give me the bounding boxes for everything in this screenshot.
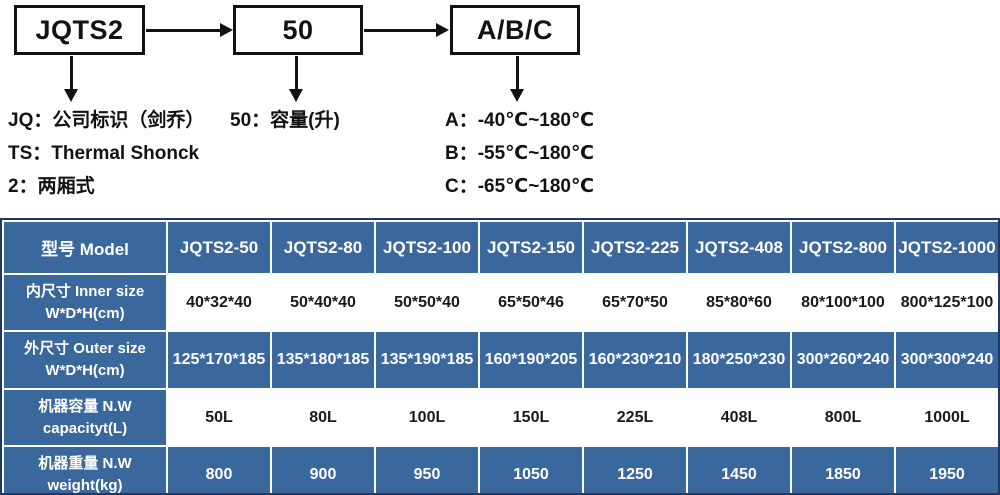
model-code-box-brand: JQTS2 (14, 5, 145, 55)
legend-line: A：-40℃~180℃ (445, 110, 594, 131)
legend-line: 2：两厢式 (8, 176, 95, 197)
model-code-box-temp-grade-label: A/B/C (477, 14, 553, 45)
legend-capacity-explanation: 50：容量(升) (230, 104, 340, 137)
spec-value-cell: 1450 (686, 445, 792, 493)
spec-table: 型号 Model JQTS2-50 JQTS2-80 JQTS2-100 JQT… (2, 220, 998, 494)
spec-value-cell: 180*250*230 (686, 330, 792, 390)
table-header-cell: JQTS2-408 (686, 220, 792, 275)
table-header-cell: JQTS2-1000 (894, 220, 998, 275)
model-code-box-brand-label: JQTS2 (35, 14, 124, 45)
model-code-box-capacity: 50 (233, 5, 363, 55)
spec-value-cell: 1850 (790, 445, 896, 493)
table-header-cell: JQTS2-80 (270, 220, 376, 275)
spec-value-cell: 125*170*185 (166, 330, 272, 390)
down-arrow-icon (510, 56, 524, 102)
spec-value-cell: 50*50*40 (374, 273, 480, 332)
row-label-line: 外尺寸 Outer size (24, 340, 146, 358)
spec-value-cell: 85*80*60 (686, 273, 792, 332)
spec-value-cell: 1950 (894, 445, 998, 493)
spec-value-cell: 135*180*185 (270, 330, 376, 390)
spec-value-cell: 225L (582, 388, 688, 447)
table-header-model: 型号 Model (2, 220, 168, 275)
spec-value-cell: 80L (270, 388, 376, 447)
spec-value-cell: 800*125*100 (894, 273, 998, 332)
right-arrow-icon (146, 23, 233, 37)
table-header-cell: JQTS2-800 (790, 220, 896, 275)
table-row-inner-size: 内尺寸 Inner size W*D*H(cm) 40*32*40 50*40*… (2, 273, 998, 332)
table-row-outer-size: 外尺寸 Outer size W*D*H(cm) 125*170*185 135… (2, 330, 998, 390)
table-header-cell: JQTS2-50 (166, 220, 272, 275)
spec-value-cell: 1050 (478, 445, 584, 493)
row-label-outer-size: 外尺寸 Outer size W*D*H(cm) (2, 330, 168, 390)
row-label-line: capacityt(L) (42, 419, 128, 437)
legend-temperature-ranges: A：-40℃~180℃ B：-55℃~180℃ C：-65℃~180℃ (445, 104, 594, 203)
spec-value-cell: 160*230*210 (582, 330, 688, 390)
row-label-line: 机器容量 N.W (38, 397, 132, 415)
right-arrow-icon (364, 23, 449, 37)
table-row-weight: 机器重量 N.W weight(kg) 800 900 950 1050 125… (2, 445, 998, 494)
spec-value-cell: 1250 (582, 445, 688, 493)
spec-value-cell: 100L (374, 388, 480, 447)
spec-value-cell: 300*260*240 (790, 330, 896, 390)
table-row-capacity: 机器容量 N.W capacityt(L) 50L 80L 100L 150L … (2, 388, 998, 447)
row-label-line: 机器重量 N.W (38, 455, 132, 473)
row-label-line: weight(kg) (47, 477, 123, 494)
table-header-row: 型号 Model JQTS2-50 JQTS2-80 JQTS2-100 JQT… (2, 220, 998, 275)
spec-value-cell: 40*32*40 (166, 273, 272, 332)
spec-value-cell: 408L (686, 388, 792, 447)
spec-table-container: 型号 Model JQTS2-50 JQTS2-80 JQTS2-100 JQT… (0, 218, 1000, 495)
down-arrow-icon (64, 56, 78, 102)
spec-value-cell: 80*100*100 (790, 273, 896, 332)
row-label-weight: 机器重量 N.W weight(kg) (2, 445, 168, 494)
table-header-cell: JQTS2-150 (478, 220, 584, 275)
row-label-inner-size: 内尺寸 Inner size W*D*H(cm) (2, 273, 168, 332)
legend-line: C：-65℃~180℃ (445, 176, 594, 197)
spec-value-cell: 800L (790, 388, 896, 447)
legend-brand-explanation: JQ：公司标识（剑乔） TS：Thermal Shonck 2：两厢式 (8, 104, 204, 203)
row-label-line: W*D*H(cm) (45, 304, 125, 322)
spec-value-cell: 50L (166, 388, 272, 447)
spec-value-cell: 950 (374, 445, 480, 493)
legend-line: JQ：公司标识（剑乔） (8, 110, 205, 131)
legend-line: 50：容量(升) (230, 110, 340, 131)
model-code-box-capacity-label: 50 (282, 14, 314, 45)
spec-value-cell: 135*190*185 (374, 330, 480, 390)
spec-value-cell: 150L (478, 388, 584, 447)
spec-value-cell: 1000L (894, 388, 998, 447)
legend-line: TS：Thermal Shonck (8, 143, 200, 164)
down-arrow-icon (289, 56, 303, 102)
spec-value-cell: 65*50*46 (478, 273, 584, 332)
spec-value-cell: 300*300*240 (894, 330, 998, 390)
legend-line: B：-55℃~180℃ (445, 143, 594, 164)
row-label-capacity: 机器容量 N.W capacityt(L) (2, 388, 168, 447)
row-label-line: 内尺寸 Inner size (25, 282, 145, 300)
spec-value-cell: 800 (166, 445, 272, 493)
spec-value-cell: 50*40*40 (270, 273, 376, 332)
spec-value-cell: 900 (270, 445, 376, 493)
model-code-diagram: JQTS2 50 A/B/C JQ：公司标识（剑乔） TS：Thermal Sh… (0, 0, 1000, 218)
table-header-cell: JQTS2-225 (582, 220, 688, 275)
table-header-cell: JQTS2-100 (374, 220, 480, 275)
spec-value-cell: 65*70*50 (582, 273, 688, 332)
spec-value-cell: 160*190*205 (478, 330, 584, 390)
model-code-box-temp-grade: A/B/C (450, 5, 580, 55)
row-label-line: W*D*H(cm) (45, 362, 125, 379)
